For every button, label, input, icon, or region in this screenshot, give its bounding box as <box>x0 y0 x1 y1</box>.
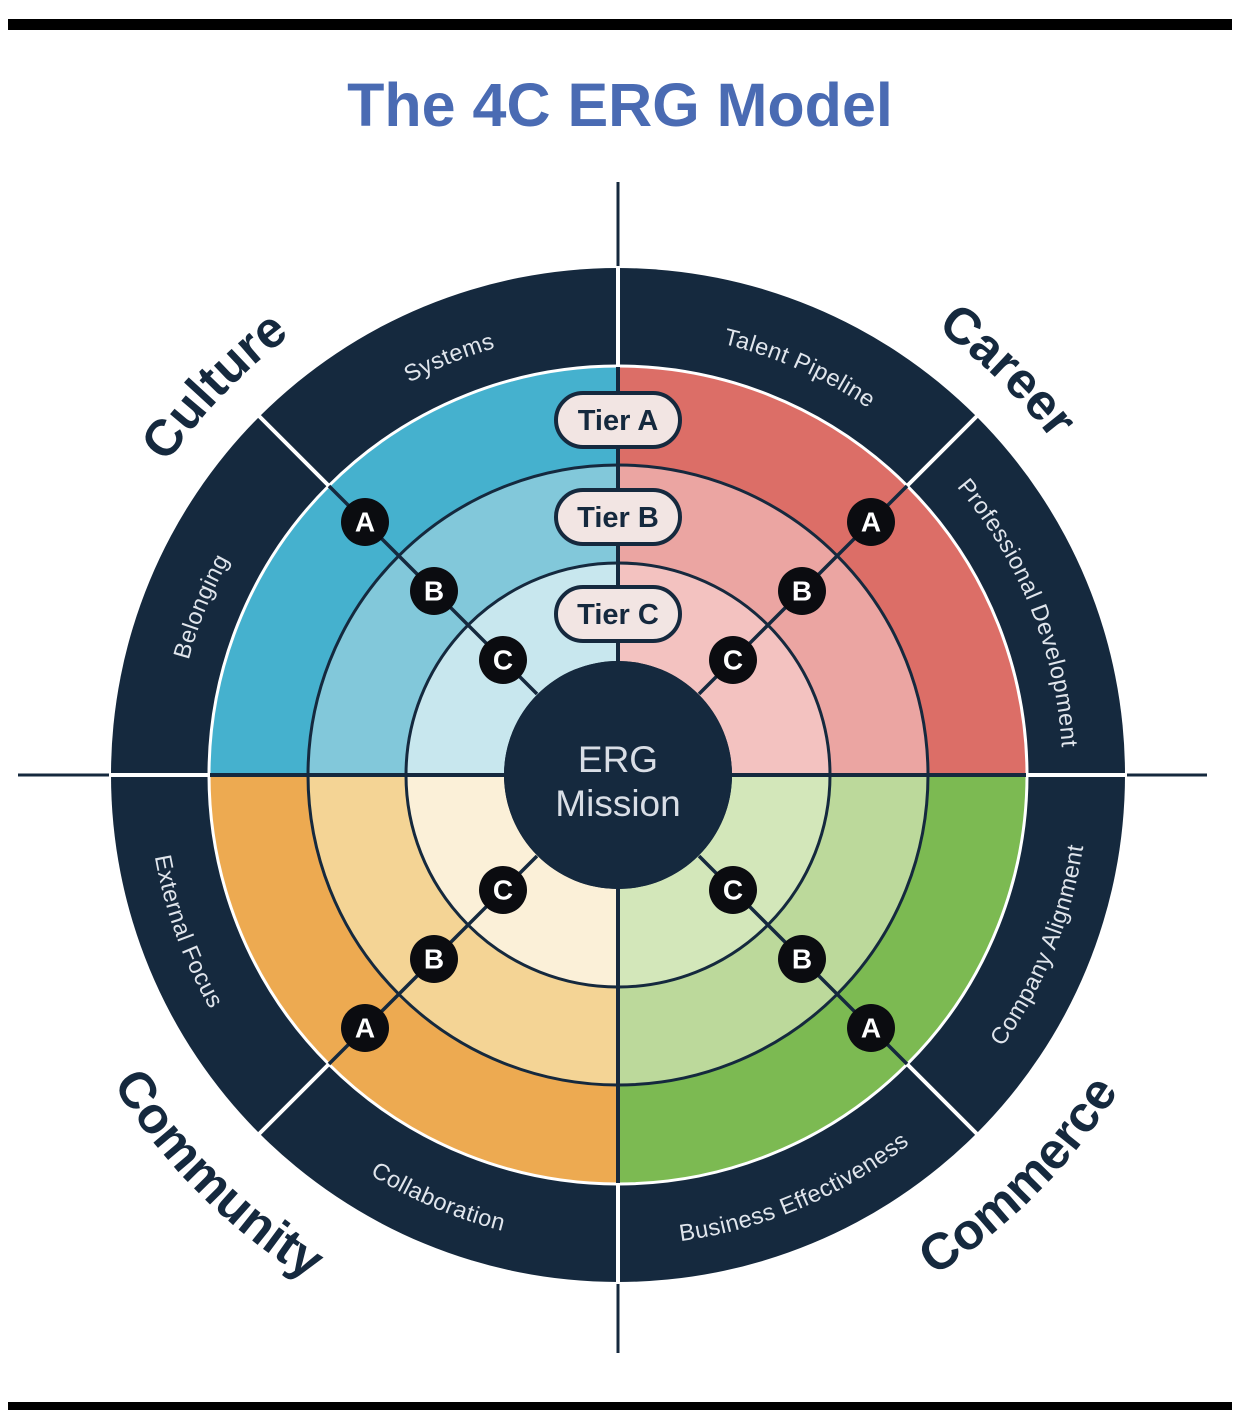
tier-c-label: Tier C <box>577 599 659 631</box>
marker-circle <box>847 498 895 546</box>
top-rule <box>8 19 1232 30</box>
marker-letter-b: B <box>424 576 444 607</box>
notch-diag-top-left <box>256 413 330 487</box>
notch-diag-bottom-right <box>906 1063 980 1137</box>
marker-letter-a: A <box>355 1013 375 1044</box>
quadrant-culture-band-outer <box>210 367 618 775</box>
marker-circle <box>341 1004 389 1052</box>
markers-career: A B C <box>709 498 895 684</box>
marker-circle <box>341 498 389 546</box>
marker-circle <box>709 636 757 684</box>
marker-letter-a: A <box>355 507 375 538</box>
notch-diag-bottom-left <box>256 1063 330 1137</box>
marker-circle <box>479 636 527 684</box>
tier-b-label: Tier B <box>577 502 659 534</box>
marker-letter-c: C <box>723 645 743 676</box>
tier-a-pill <box>554 391 682 449</box>
markers-community: A B C <box>341 866 527 1052</box>
center-mission-line1: ERG <box>578 739 658 780</box>
quadrant-career-band-outer <box>618 367 1026 775</box>
marker-circle <box>709 866 757 914</box>
marker-letter-b: B <box>792 576 812 607</box>
marker-letter-c: C <box>723 875 743 906</box>
tier-pills: Tier A Tier B Tier C <box>554 391 682 643</box>
axis-lines <box>18 182 1207 1353</box>
marker-letter-a: A <box>861 1013 881 1044</box>
tier-b-pill <box>554 488 682 546</box>
marker-circle <box>410 935 458 983</box>
marker-letter-b: B <box>792 944 812 975</box>
marker-letter-a: A <box>861 507 881 538</box>
center-circle <box>504 661 732 889</box>
marker-circle <box>479 866 527 914</box>
markers-culture: A B C <box>341 498 527 684</box>
quadrant-community-band-outer <box>210 775 618 1183</box>
tier-c-pill <box>554 585 682 643</box>
marker-circle <box>410 567 458 615</box>
notch-diag-top-right <box>906 413 980 487</box>
marker-letter-c: C <box>493 645 513 676</box>
marker-letter-c: C <box>493 875 513 906</box>
marker-letter-b: B <box>424 944 444 975</box>
page-title: The 4C ERG Model <box>347 71 893 139</box>
bottom-rule <box>8 1402 1232 1410</box>
dark-ring-notches <box>109 266 1127 1284</box>
marker-circle <box>778 935 826 983</box>
marker-circle <box>847 1004 895 1052</box>
markers-commerce: A B C <box>709 866 895 1052</box>
marker-circle <box>778 567 826 615</box>
center-mission-line2: Mission <box>555 783 680 824</box>
quadrant-commerce-band-outer <box>618 775 1026 1183</box>
tier-a-label: Tier A <box>578 405 659 437</box>
